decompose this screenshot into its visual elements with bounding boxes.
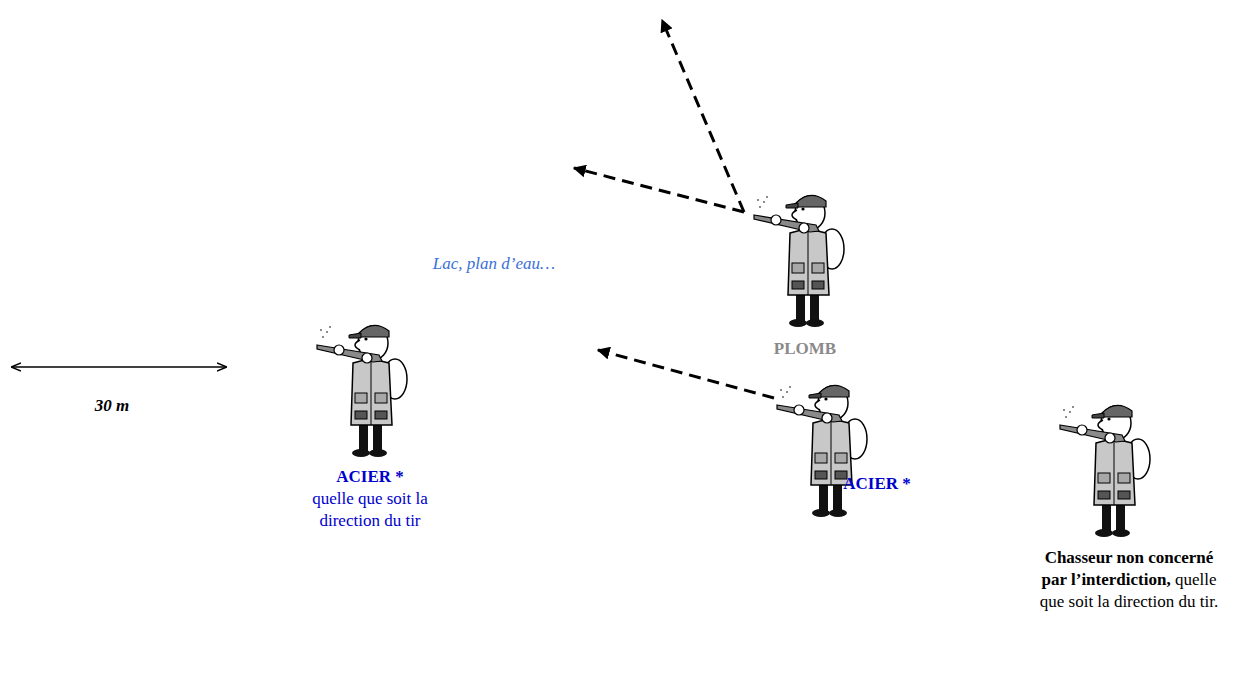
note-label: PLOMB (755, 338, 855, 360)
note-label: quelle que soit la direction du tir (298, 488, 442, 532)
lake-region: Lac, plan d’eau… (228, 230, 760, 505)
hunter-figure (317, 325, 407, 457)
note-label: ACIER * (298, 466, 442, 488)
label-group: ACIER * (822, 473, 932, 495)
hunter-figure (754, 195, 844, 327)
label-group: PLOMB (755, 338, 855, 360)
label-group: 30 m (52, 395, 172, 417)
hunter-figure (777, 385, 867, 517)
dimension-label: 30 m (52, 395, 172, 417)
dimension-line (12, 366, 226, 368)
shot-arrow (574, 168, 744, 212)
label-group: Chasseur non concerné par l’interdiction… (1030, 547, 1228, 613)
lake-shape (229, 231, 759, 504)
buffer-zone (10, 4, 1014, 672)
hunter-figure (1060, 405, 1150, 537)
region-label: Lac, plan d’eau… (433, 254, 555, 274)
note-label: ACIER * (822, 473, 932, 495)
label-group: ACIER *quelle que soit la direction du t… (298, 466, 442, 532)
shot-arrow (598, 350, 774, 398)
shot-arrow (662, 20, 744, 212)
